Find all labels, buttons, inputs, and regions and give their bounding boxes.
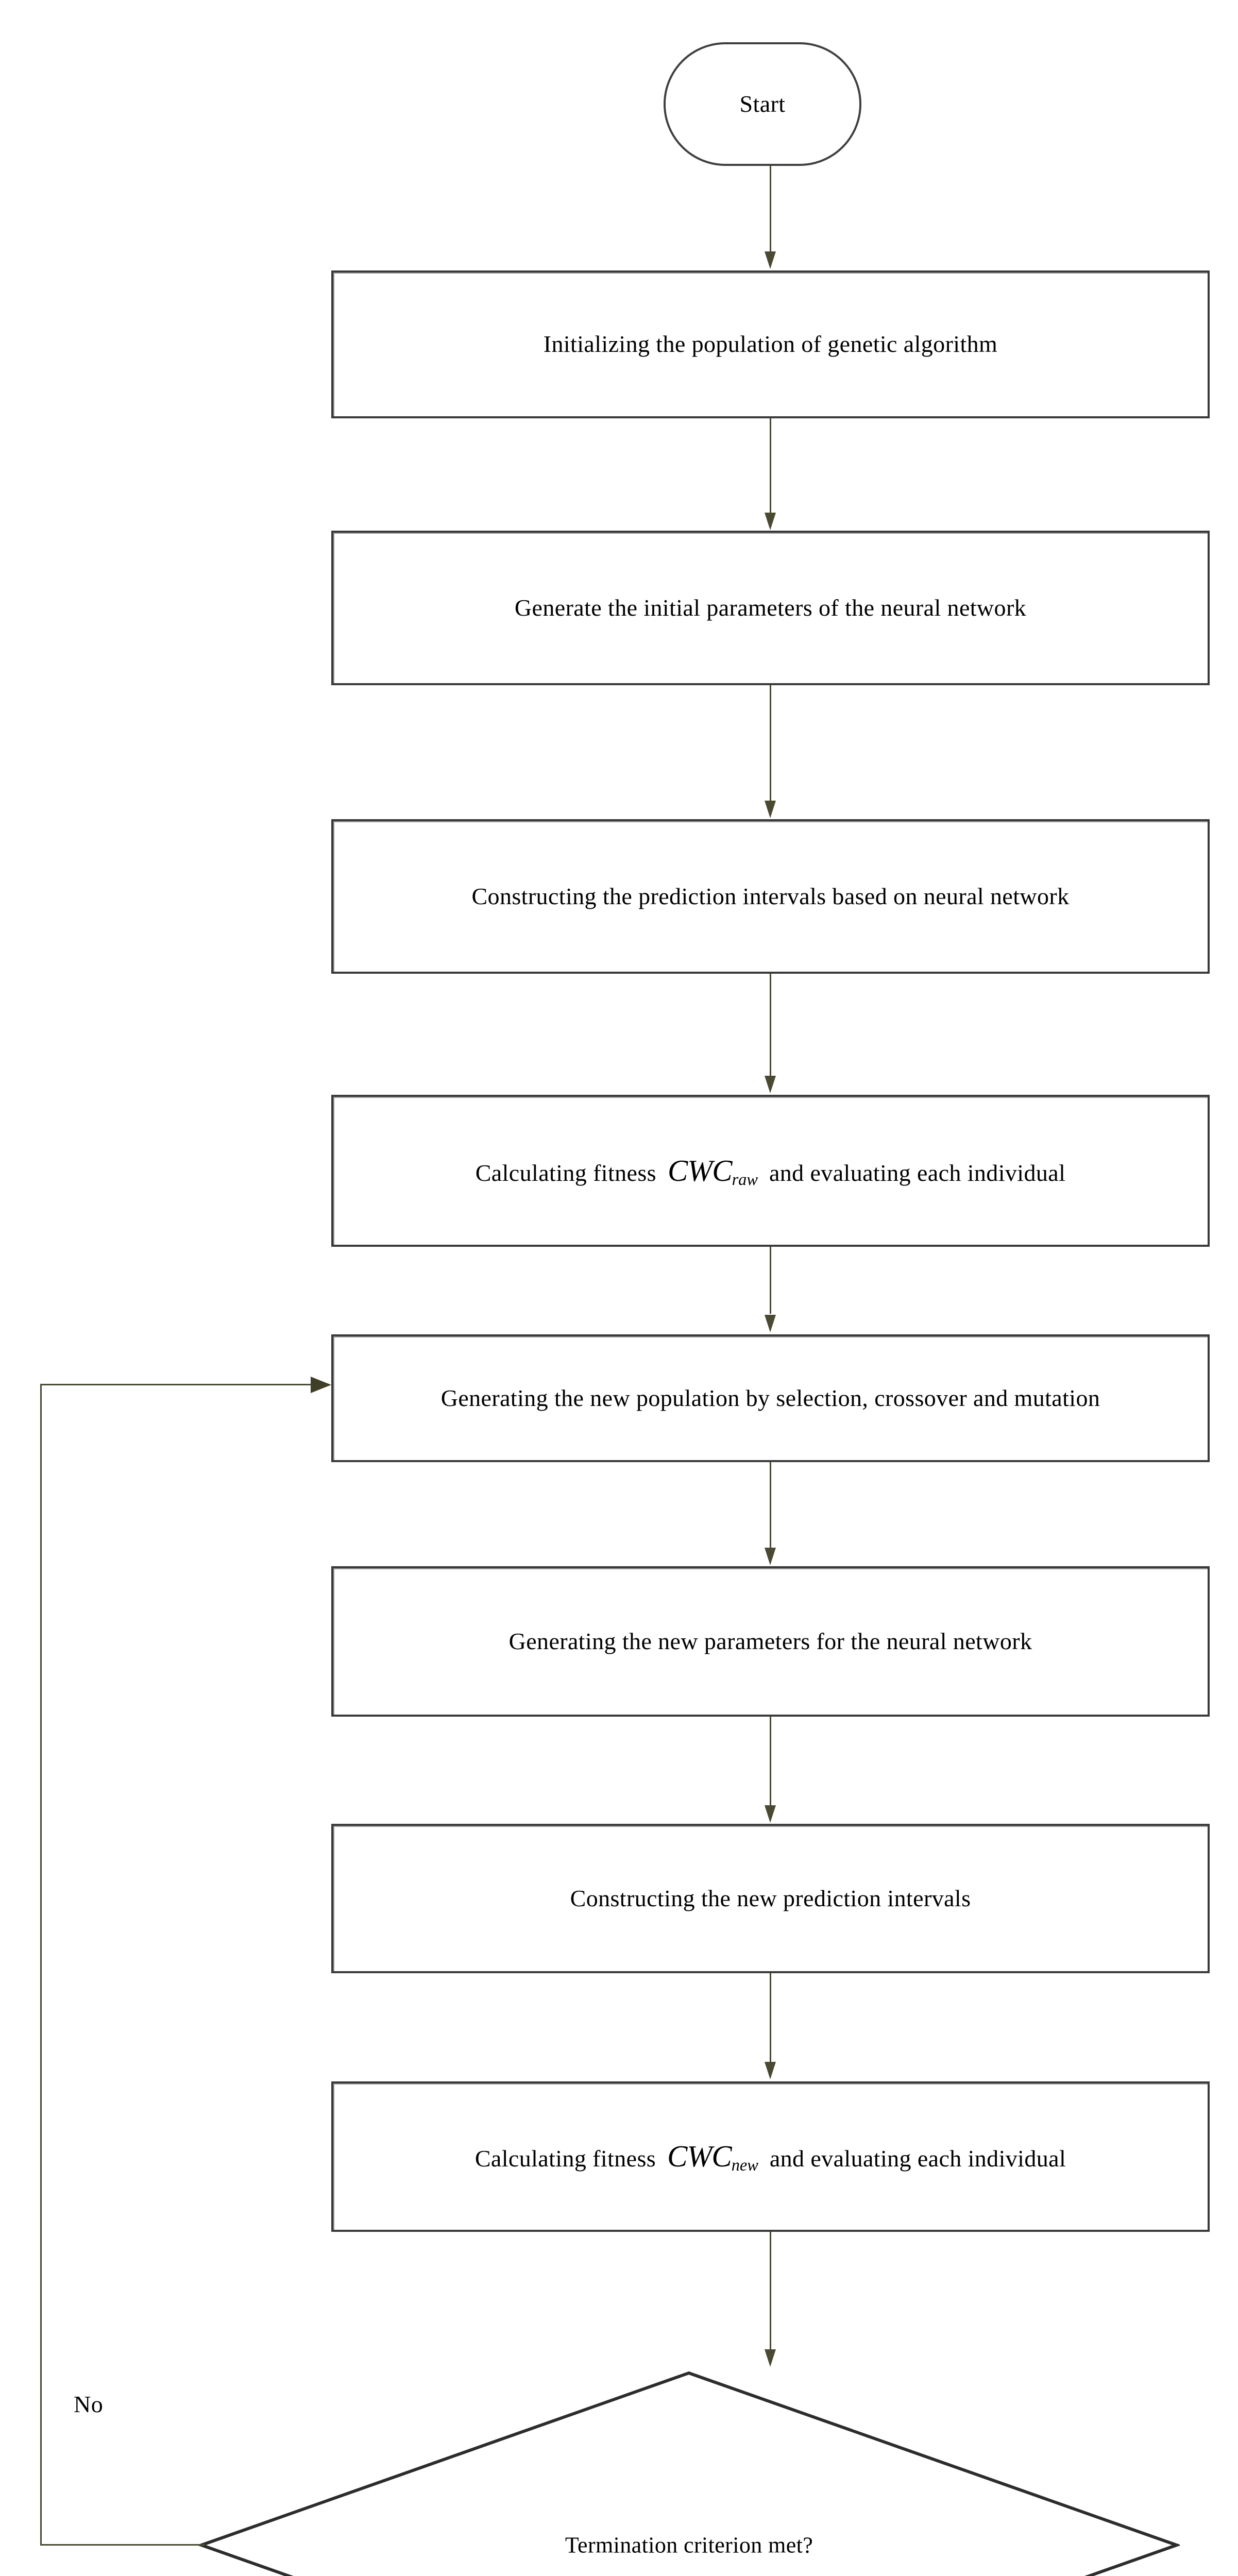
- edge-label-no: No: [74, 2391, 104, 2417]
- node-step8-text-before: Calculating fitness: [474, 2145, 656, 2172]
- node-step5-label: Generating the new population by selecti…: [440, 1384, 1100, 1411]
- connector-start-to-step1: [770, 166, 771, 252]
- connector-step8-to-decision: [770, 2232, 771, 2350]
- node-step3-label: Constructing the prediction intervals ba…: [471, 883, 1070, 909]
- node-start[interactable]: Start: [664, 42, 861, 166]
- arrowhead-step1-to-step2: [765, 513, 776, 530]
- arrowhead-step6-to-step7: [765, 1805, 776, 1823]
- arrowhead-step2-to-step3: [765, 801, 776, 818]
- node-step8-label: Calculating fitness CWCnew and evaluating …: [462, 2134, 1079, 2178]
- node-step4[interactable]: Calculating fitness CWCraw and evaluating …: [331, 1095, 1210, 1247]
- arrowhead-start-to-step1: [765, 251, 776, 269]
- connector-step2-to-step3: [770, 685, 771, 802]
- connector-step3-to-step4: [770, 974, 771, 1077]
- connector-step1-to-step2: [770, 418, 771, 514]
- node-step1-label: Initializing the population of genetic a…: [543, 331, 998, 358]
- node-step5[interactable]: Generating the new population by selecti…: [331, 1334, 1210, 1462]
- connector-no-vertical: [40, 1384, 42, 2545]
- node-step4-label: Calculating fitness CWCraw and evaluating …: [462, 1149, 1079, 1193]
- node-step1[interactable]: Initializing the population of genetic a…: [331, 270, 1210, 418]
- node-step8[interactable]: Calculating fitness CWCnew and evaluating …: [331, 2081, 1210, 2232]
- node-step4-subscript: raw: [732, 1170, 758, 1189]
- connector-no-horizontal-bottom: [40, 2544, 205, 2546]
- node-step7-label: Constructing the new prediction interval…: [570, 1885, 971, 1911]
- arrowhead-step8-to-decision: [765, 2349, 776, 2367]
- arrowhead-no-into-step5: [311, 1377, 331, 1393]
- connector-step7-to-step8: [770, 1973, 771, 2063]
- connector-no-horizontal-top: [40, 1384, 313, 1385]
- connector-step5-to-step6: [770, 1462, 771, 1549]
- decision-diamond-shape: [198, 2371, 1180, 2576]
- node-step2[interactable]: Generate the initial parameters of the n…: [331, 531, 1210, 685]
- node-step8-subscript: new: [731, 2156, 758, 2175]
- arrowhead-step5-to-step6: [765, 1548, 776, 1565]
- node-step6-label: Generating the new parameters for the ne…: [508, 1628, 1032, 1654]
- node-step7[interactable]: Constructing the new prediction interval…: [331, 1824, 1210, 1973]
- node-step2-label: Generate the initial parameters of the n…: [514, 594, 1027, 621]
- node-step8-variable: CWCnew: [667, 2140, 758, 2175]
- connector-step6-to-step7: [770, 1717, 771, 1806]
- arrowhead-step3-to-step4: [765, 1076, 776, 1093]
- connector-step4-to-step5: [770, 1247, 771, 1314]
- node-step4-variable: CWCraw: [667, 1154, 758, 1189]
- node-step4-text-before: Calculating fitness: [475, 1159, 656, 1186]
- arrowhead-step4-to-step5: [765, 1315, 776, 1332]
- node-step3[interactable]: Constructing the prediction intervals ba…: [331, 819, 1210, 974]
- node-step8-text-after: and evaluating each individual: [769, 2145, 1066, 2172]
- node-start-label: Start: [739, 90, 786, 117]
- node-decision[interactable]: Termination criterion met?: [198, 2370, 1180, 2576]
- arrowhead-step7-to-step8: [765, 2062, 776, 2079]
- node-step6[interactable]: Generating the new parameters for the ne…: [331, 1566, 1210, 1717]
- node-step4-text-after: and evaluating each individual: [769, 1159, 1066, 1186]
